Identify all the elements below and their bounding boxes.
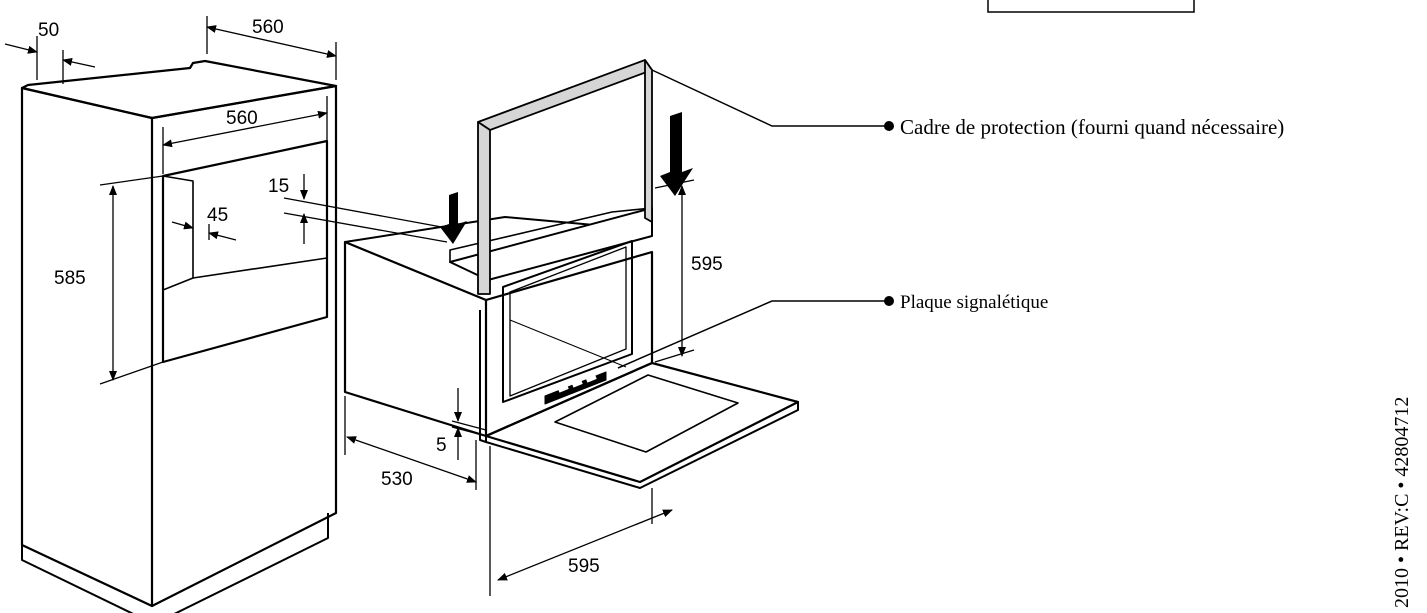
callout-leaders	[617, 69, 888, 369]
callout-rating-plate: Plaque signalétique	[900, 292, 1048, 313]
dim-niche-side-gap: 45	[207, 205, 228, 226]
empty-label-box	[987, 0, 1195, 13]
document-reference: 2010 • REV:C • 42804712	[1391, 397, 1413, 608]
cabinet-front-face	[151, 84, 338, 607]
niche-inner	[162, 175, 194, 291]
callout-protection-frame: Cadre de protection (fourni quand nécess…	[900, 115, 1284, 139]
cabinet-left-face	[20, 86, 154, 608]
arrow-down-icon	[660, 112, 693, 196]
dim-cabinet-top-depth: 560	[252, 17, 284, 38]
cabinet-dimensions	[4, 16, 448, 385]
cabinet	[20, 59, 338, 613]
cabinet-plinth	[21, 513, 329, 613]
arrow-down-icon	[440, 192, 467, 244]
callout-dot	[884, 121, 894, 131]
oven-door-window	[502, 240, 633, 403]
protection-frame	[477, 59, 653, 295]
dim-oven-bottom-gap: 5	[436, 435, 447, 456]
oven	[343, 207, 800, 489]
dim-niche-height: 585	[54, 268, 86, 289]
dim-niche-top-gap: 15	[268, 176, 289, 197]
niche-opening	[161, 139, 329, 364]
callout-dot	[884, 296, 894, 306]
dim-niche-width: 560	[226, 108, 258, 129]
dim-oven-front-width: 595	[568, 556, 600, 577]
insertion-arrows	[440, 112, 693, 244]
dim-cabinet-side-offset: 50	[38, 20, 59, 41]
dim-oven-body-depth: 530	[381, 469, 413, 490]
oven-control-strip	[449, 207, 653, 281]
cabinet-top-face	[20, 59, 338, 120]
dim-oven-front-height: 595	[691, 254, 723, 275]
oven-dimensions	[344, 179, 695, 596]
oven-open-door	[484, 361, 800, 484]
oven-door-glass	[554, 374, 739, 453]
